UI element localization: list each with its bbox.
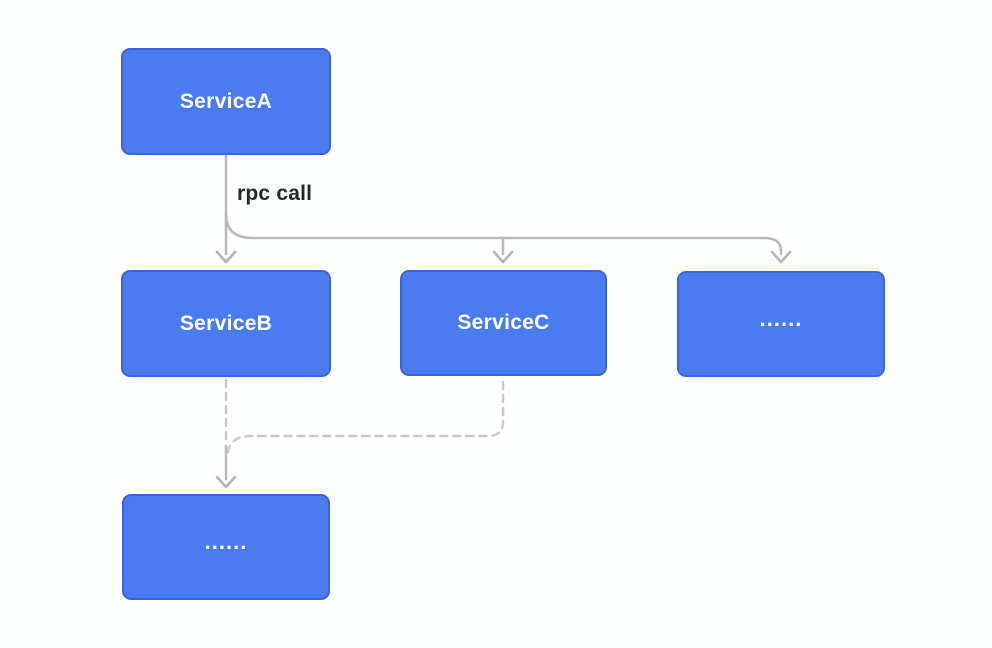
node-others-bottom-label: ...... <box>204 529 248 554</box>
arrowhead-servicec <box>492 250 514 264</box>
node-service-a: ServiceA <box>121 48 331 155</box>
node-service-c-label: ServiceC <box>457 311 550 334</box>
node-service-c: ServiceC <box>400 270 607 376</box>
node-others-bottom: ...... <box>122 494 330 600</box>
node-service-a-label: ServiceA <box>179 89 273 113</box>
arrowhead-others-bottom <box>215 475 237 489</box>
arrowhead-serviceb <box>215 250 237 264</box>
edge-servicea-branch-line <box>224 212 783 256</box>
rpc-call-edge-label: rpc call <box>237 182 313 205</box>
node-others-right-label: ...... <box>759 306 803 331</box>
node-service-b-label: ServiceB <box>179 311 273 335</box>
edge-servicec-dashed-line <box>226 380 505 454</box>
node-service-b: ServiceB <box>121 270 331 377</box>
arrowhead-others-right <box>770 250 792 264</box>
node-others-right: ...... <box>677 271 885 377</box>
